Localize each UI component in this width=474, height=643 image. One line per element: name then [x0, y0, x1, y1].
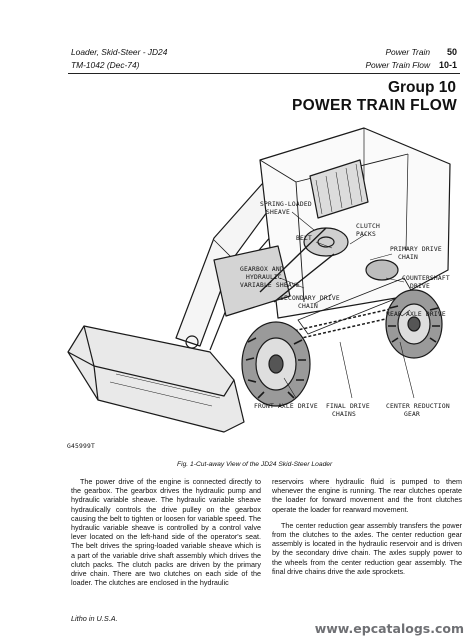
callout-center-reduction-line1: CENTER REDUCTION: [386, 403, 450, 410]
bucket-drawing: [67, 325, 245, 433]
header-subsection: Power Train Flow: [365, 60, 430, 70]
figure-caption: Fig. 1-Cut-away View of the JD24 Skid-St…: [177, 461, 333, 468]
header-manual-number: TM-1042 (Dec-74): [71, 60, 140, 70]
cutaway-illustration: SPRING-LOADED SHEAVE BELT CLUTCH PACKS P…: [64, 120, 462, 452]
litho-note: Litho in U.S.A.: [71, 614, 118, 623]
callout-secondary-drive-line1: SECONDARY DRIVE: [280, 295, 340, 302]
body-paragraph: The center reduction gear assembly trans…: [272, 520, 462, 576]
figure-image-code: G45999T: [67, 443, 95, 450]
header-rule: [68, 73, 460, 74]
callout-primary-drive-chain-line1: PRIMARY DRIVE: [390, 246, 442, 253]
callout-secondary-drive-line2: CHAIN: [298, 303, 318, 310]
section-title: POWER TRAIN FLOW: [292, 97, 457, 114]
body-paragraph: reservoirs where hydraulic fluid is pump…: [272, 477, 462, 514]
loader-cutaway-drawing: SPRING-LOADED SHEAVE BELT CLUTCH PACKS P…: [67, 127, 451, 450]
callout-gearbox-line2: HYDRAULIC: [246, 274, 282, 281]
callout-gearbox-line3: VARIABLE SHEAVE: [240, 282, 300, 289]
callout-clutch-packs-line1: CLUTCH: [356, 223, 380, 230]
rear-wheel-drawing: [385, 289, 443, 359]
callout-clutch-packs-line2: PACKS: [356, 231, 376, 238]
header-manual-title: Loader, Skid-Steer - JD24: [71, 47, 168, 57]
header-page-number: 10-1: [438, 60, 457, 70]
group-title: Group 10: [387, 79, 456, 96]
callout-countershaft-line1: COUNTERSHAFT: [402, 275, 450, 282]
front-wheel-drawing: [241, 321, 311, 407]
watermark: www.epcatalogs.com: [314, 621, 464, 636]
body-column-right: reservoirs where hydraulic fluid is pump…: [272, 477, 462, 583]
callout-front-axle-drive: FRONT AXLE DRIVE: [254, 403, 318, 410]
header-section: Power Train: [385, 47, 430, 57]
callout-belt: BELT: [296, 235, 312, 242]
callout-final-drive-line2: CHAINS: [332, 411, 356, 418]
drive-train-drawing: [213, 227, 435, 343]
callout-gearbox-line1: GEARBOX AND: [240, 266, 284, 273]
callout-spring-loaded-sheave-line2: SHEAVE: [266, 209, 290, 216]
callout-final-drive-line1: FINAL DRIVE: [326, 403, 370, 410]
loader-body-drawing: [259, 127, 451, 319]
header-section-number: 50: [446, 47, 457, 57]
callout-spring-loaded-sheave-line1: SPRING-LOADED: [260, 201, 312, 208]
body-column-left: The power drive of the engine is connect…: [71, 477, 261, 594]
callout-leaders: [279, 211, 415, 399]
callout-center-reduction-line2: GEAR: [404, 411, 420, 418]
callout-rear-axle-drive: REAR AXLE DRIVE: [386, 311, 446, 318]
body-paragraph: The power drive of the engine is connect…: [71, 477, 261, 588]
callout-primary-drive-chain-line2: CHAIN: [398, 254, 418, 261]
callout-countershaft-line2: DRIVE: [410, 283, 430, 290]
